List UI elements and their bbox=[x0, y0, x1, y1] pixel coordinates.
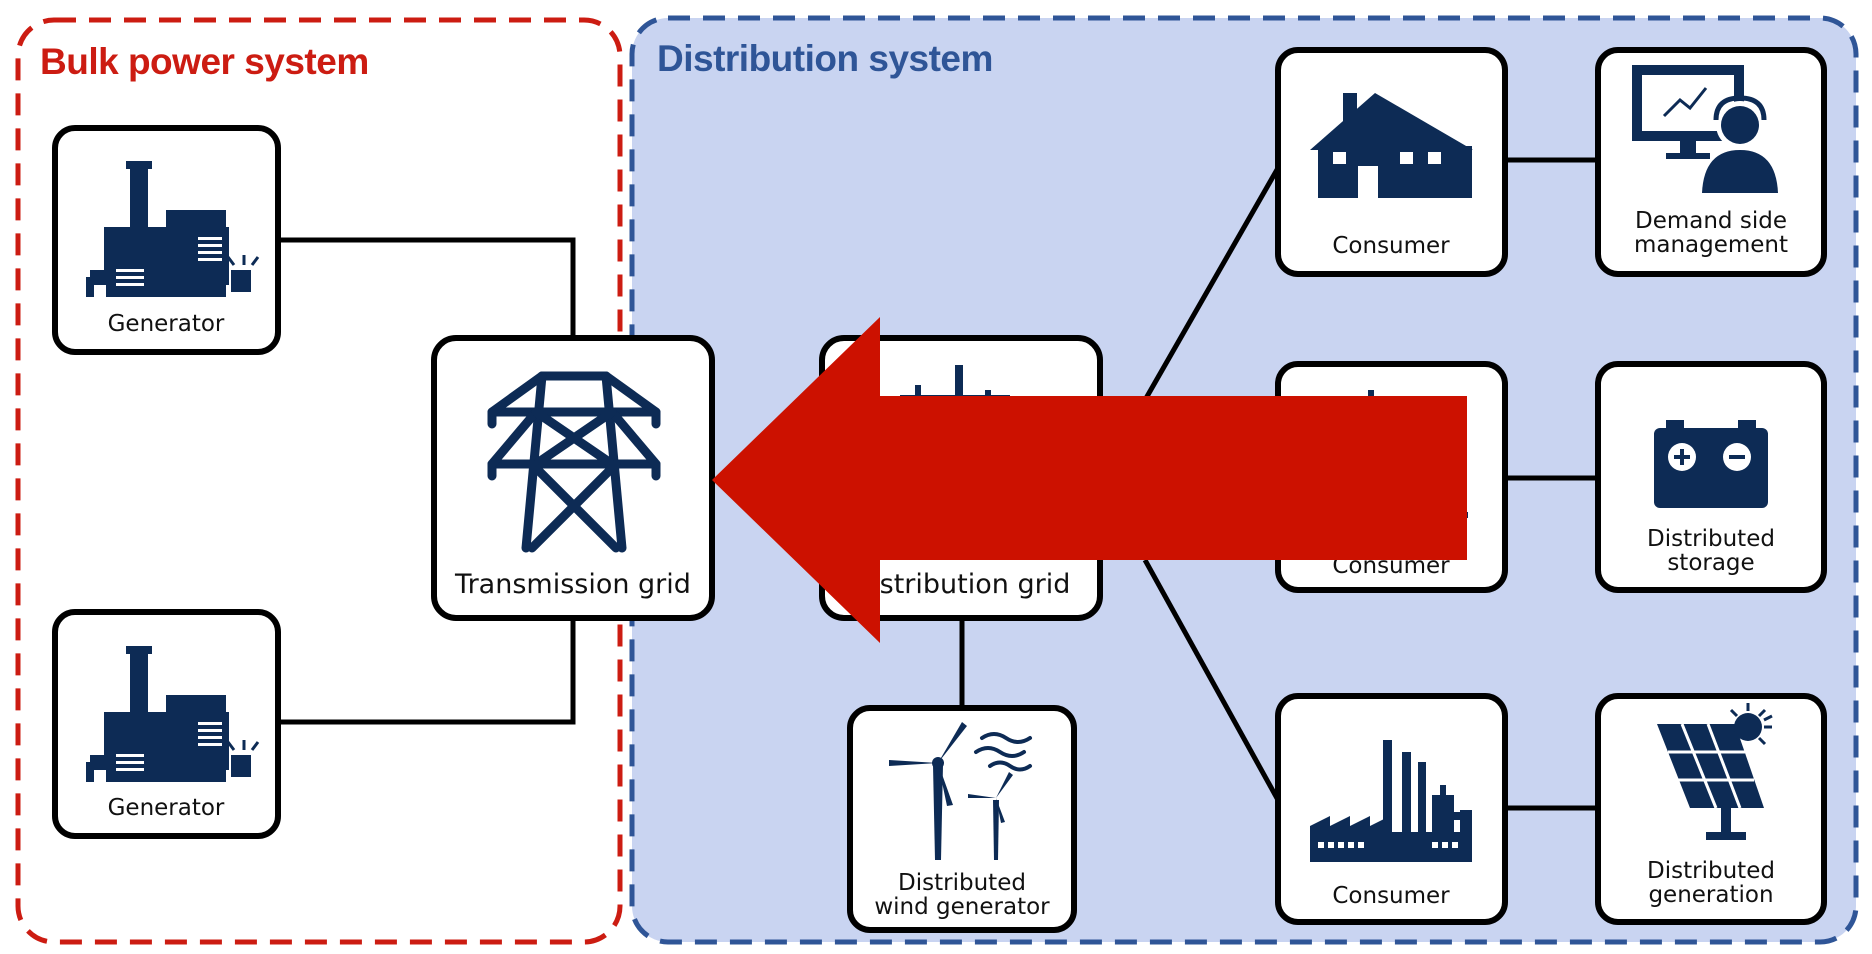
distribution-system-title: Distribution system bbox=[657, 38, 993, 79]
power-plant-icon bbox=[86, 161, 260, 297]
demand-side-label-line1: Demand side bbox=[1635, 208, 1787, 234]
transmission-grid-node: Transmission grid bbox=[431, 335, 715, 621]
connection-lines bbox=[278, 157, 1598, 811]
factory-icon bbox=[1310, 740, 1472, 862]
consumer-factory-label: Consumer bbox=[1332, 883, 1450, 909]
distributed-storage-label-line1: Distributed bbox=[1647, 526, 1775, 552]
operator-monitor-icon bbox=[1632, 65, 1778, 193]
distribution-grid-label: stribution grid bbox=[880, 569, 1071, 600]
link-generator-top-transmission bbox=[278, 237, 576, 340]
house-icon bbox=[1310, 93, 1473, 198]
distributed-generation-node: Distributed generation bbox=[1595, 693, 1827, 925]
bulk-power-system-title: Bulk power system bbox=[40, 41, 369, 82]
distributed-wind-label-line2: wind generator bbox=[874, 894, 1050, 920]
generator-top-label: Generator bbox=[108, 311, 225, 337]
distributed-generation-label-line2: generation bbox=[1648, 882, 1773, 908]
reverse-power-flow-arrow bbox=[712, 317, 1467, 643]
demand-side-label-line2: management bbox=[1634, 232, 1788, 258]
generator-top-node: Generator bbox=[52, 125, 281, 355]
distributed-wind-generator-node: Distributed wind generator bbox=[847, 705, 1077, 933]
link-generator-bottom-transmission bbox=[278, 615, 576, 725]
consumer-house-node: Consumer bbox=[1275, 47, 1508, 277]
link-distribution-consumer-factory bbox=[1142, 558, 1281, 802]
distributed-generation-label-line1: Distributed bbox=[1647, 858, 1775, 884]
transmission-tower-icon bbox=[487, 371, 661, 553]
generator-bottom-node: Generator bbox=[52, 609, 281, 839]
distributed-storage-node: Distributed storage bbox=[1595, 361, 1827, 593]
link-distribution-consumer-house bbox=[1142, 166, 1281, 402]
consumer-house-label: Consumer bbox=[1332, 233, 1450, 259]
battery-icon bbox=[1654, 420, 1768, 508]
power-plant-icon bbox=[86, 646, 260, 782]
solar-panel-icon bbox=[1657, 703, 1773, 840]
wind-turbine-icon bbox=[889, 722, 1032, 860]
distributed-storage-label-line2: storage bbox=[1667, 550, 1754, 576]
consumer-factory-node: Consumer bbox=[1275, 693, 1508, 925]
demand-side-management-node: Demand side management bbox=[1595, 47, 1827, 277]
generator-bottom-label: Generator bbox=[108, 795, 225, 821]
transmission-grid-label: Transmission grid bbox=[454, 569, 691, 600]
distributed-wind-label-line1: Distributed bbox=[898, 870, 1026, 896]
